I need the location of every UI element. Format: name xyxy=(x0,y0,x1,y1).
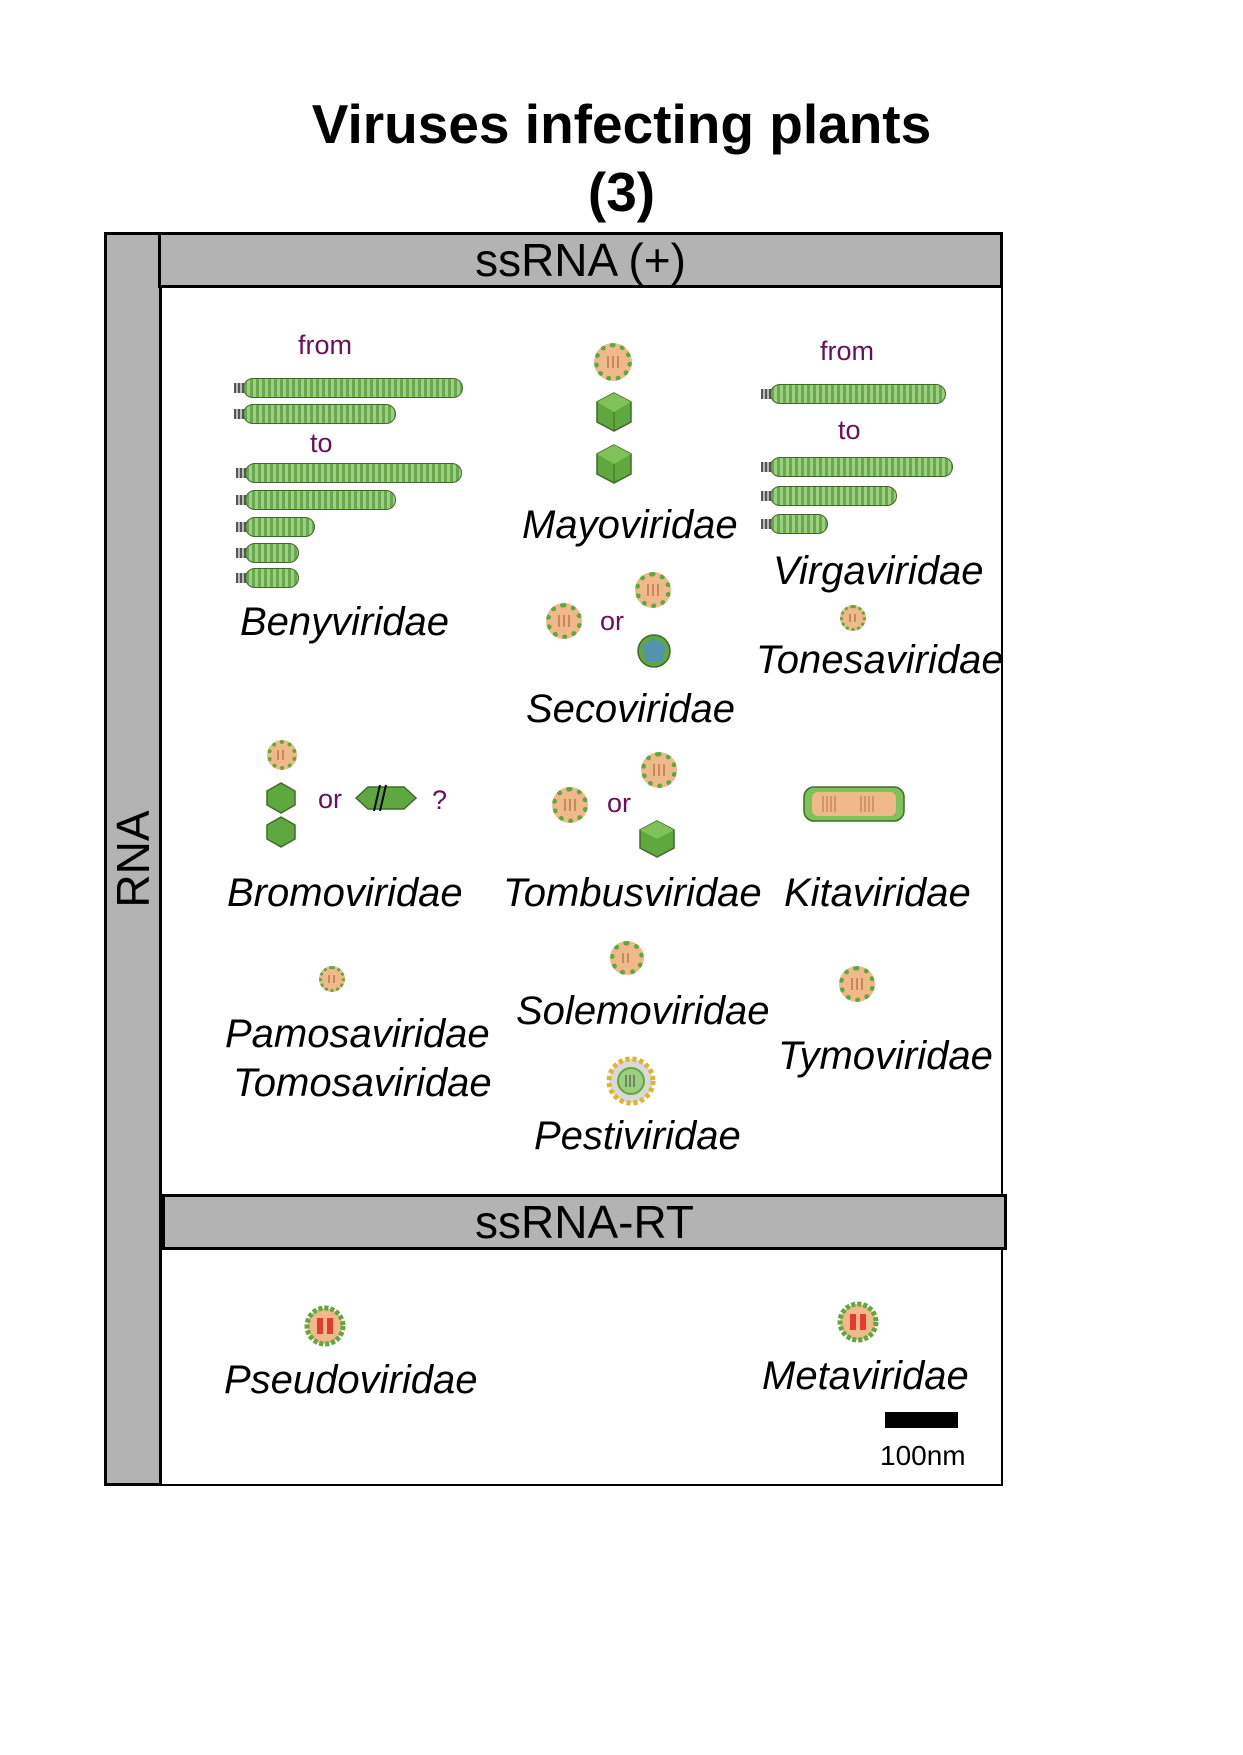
note-to: to xyxy=(310,428,333,458)
note-question: ? xyxy=(432,785,448,815)
family-secoviridae: Secoviridae xyxy=(526,687,736,731)
icosahedral-virion xyxy=(639,820,675,858)
rod-virion xyxy=(761,514,828,534)
section-ssrna-rt: ssRNA-RT xyxy=(162,1194,1007,1250)
spherical-virion xyxy=(840,605,866,631)
spherical-virion xyxy=(319,966,345,992)
family-tombusviridae: Tombusviridae xyxy=(503,871,762,915)
retrotransposon-virion xyxy=(304,1305,346,1347)
family-benyviridae: Benyviridae xyxy=(240,600,450,644)
section-ssrna-plus: ssRNA (+) xyxy=(158,232,1003,288)
rod-virion xyxy=(761,384,946,404)
spherical-virion xyxy=(546,603,582,639)
family-metaviridae: Metaviridae xyxy=(762,1354,969,1398)
spherical-virion xyxy=(267,740,297,770)
page-subtitle: (3) xyxy=(587,161,656,223)
spherical-virion xyxy=(594,343,632,381)
note-or: or xyxy=(318,784,343,814)
family-kitaviridae: Kitaviridae xyxy=(784,871,971,915)
rod-virion xyxy=(236,463,462,483)
family-bromoviridae: Bromoviridae xyxy=(227,871,463,915)
retrotransposon-virion xyxy=(837,1301,879,1343)
spherical-virion xyxy=(641,752,677,788)
rna-side-bar: RNA xyxy=(104,232,162,1486)
family-tomosaviridae: Tomosaviridae xyxy=(233,1061,492,1105)
enveloped-virion xyxy=(606,1056,656,1106)
page-title: Viruses infecting plants xyxy=(311,93,932,155)
rod-virion xyxy=(236,490,396,510)
note-or: or xyxy=(600,606,625,636)
spherical-virion xyxy=(635,572,671,608)
rod-virion xyxy=(761,486,897,506)
icosahedral-virion xyxy=(266,782,296,814)
rod-virion xyxy=(234,378,463,398)
note-or: or xyxy=(607,788,632,818)
icosahedral-virion xyxy=(596,392,632,432)
scale-label: 100nm xyxy=(880,1440,966,1471)
family-tymoviridae: Tymoviridae xyxy=(778,1034,993,1078)
spherical-virion xyxy=(552,787,588,823)
spherical-virion xyxy=(610,941,644,975)
note-from: from xyxy=(298,330,352,360)
rod-virion xyxy=(236,517,315,537)
family-tonesaviridae: Tonesaviridae xyxy=(756,638,1004,682)
rod-virion xyxy=(236,568,299,588)
scale-bar xyxy=(885,1412,958,1428)
family-mayoviridae: Mayoviridae xyxy=(522,503,738,547)
family-pestiviridae: Pestiviridae xyxy=(534,1114,741,1158)
rod-virion xyxy=(761,457,953,477)
note-to: to xyxy=(838,415,861,445)
family-virgaviridae: Virgaviridae xyxy=(773,549,984,593)
bacilliform-virion xyxy=(354,785,418,811)
icosahedral-virion xyxy=(266,816,296,848)
family-pseudoviridae: Pseudoviridae xyxy=(224,1358,478,1402)
rod-virion xyxy=(234,404,396,424)
family-pamosaviridae: Pamosaviridae xyxy=(225,1012,490,1056)
icosahedral-virion xyxy=(596,444,632,484)
bacilliform-virion xyxy=(803,786,905,822)
rna-label: RNA xyxy=(107,810,159,908)
note-from: from xyxy=(820,336,874,366)
family-solemoviridae: Solemoviridae xyxy=(516,989,770,1033)
rod-virion xyxy=(236,543,299,563)
spherical-virion xyxy=(839,966,875,1002)
icosahedral-virion xyxy=(637,634,671,668)
